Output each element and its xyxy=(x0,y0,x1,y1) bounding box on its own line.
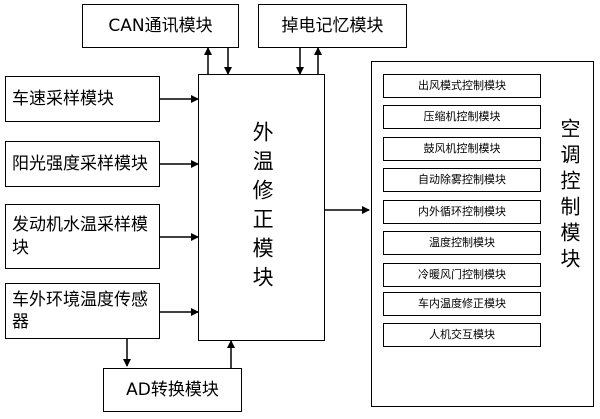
submodule-auto-defog: 自动除雾控制模块 xyxy=(383,168,541,192)
ambient-temp-sensor: 车外环境温度传感器 xyxy=(5,283,160,339)
submodule-cabin-temp-correction: 车内温度修正模块 xyxy=(383,292,541,316)
submodule-air-door: 冷暖风门控制模块 xyxy=(383,263,541,287)
speed-sampling-module: 车速采样模块 xyxy=(5,76,160,122)
ac-control-module-label: 空调控制模块 xyxy=(557,118,581,274)
sunlight-sampling-module: 阳光强度采样模块 xyxy=(5,141,160,187)
submodule-temperature: 温度控制模块 xyxy=(383,231,541,255)
submodule-hmi: 人机交互模块 xyxy=(383,323,541,347)
submodule-compressor: 压缩机控制模块 xyxy=(383,105,541,129)
can-module: CAN通讯模块 xyxy=(82,4,239,48)
ad-conversion-module: AD转换模块 xyxy=(103,368,242,412)
submodule-blower: 鼓风机控制模块 xyxy=(383,137,541,161)
submodule-recirculation: 内外循环控制模块 xyxy=(383,200,541,224)
engine-temp-sampling-module: 发动机水温采样模块 xyxy=(5,204,160,269)
power-memory-module: 掉电记忆模块 xyxy=(258,4,407,48)
submodule-airflow-mode: 出风模式控制模块 xyxy=(383,74,541,98)
ambient-temp-correction-module: 外温修正模块 xyxy=(198,74,325,341)
